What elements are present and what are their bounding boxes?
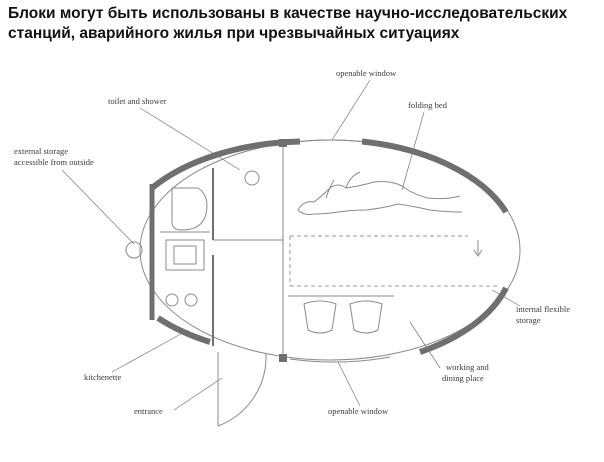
leader-toilet-and-shower	[139, 107, 241, 171]
wall-joint-top	[279, 139, 287, 147]
hob-icon-1	[165, 293, 179, 307]
shower-drain-icon	[244, 170, 260, 186]
label-external-storage-1: external storage	[14, 146, 68, 156]
sink-icon	[165, 239, 205, 271]
label-working-1: working and	[446, 362, 489, 372]
label-internal-flexible-2: storage	[516, 315, 541, 325]
caption-line-1: Блоки могут быть использованы в качестве…	[8, 5, 568, 22]
pod-wall-top-right	[361, 138, 509, 214]
image-caption: Блоки могут быть использованы в качестве…	[8, 4, 598, 44]
wall-joint-bottom	[279, 354, 287, 362]
label-openable-window-bottom: openable window	[328, 406, 389, 416]
leader-internal-flexible	[491, 289, 521, 307]
pod-wall-bottom-left	[156, 315, 211, 345]
label-external-storage-2: accessible from outside	[14, 157, 94, 167]
openable-window-top	[299, 139, 363, 142]
leader-working-dining	[409, 321, 441, 369]
person-on-bed-icon	[297, 171, 463, 215]
pod-wall-bottom-right	[419, 286, 509, 355]
label-toilet-and-shower: toilet and shower	[108, 96, 167, 106]
leader-entrance	[173, 377, 223, 411]
chair-icon-1	[303, 300, 337, 334]
pod-wall-top-left	[150, 138, 301, 191]
entrance-door-swing	[217, 353, 267, 427]
label-openable-window-top: openable window	[336, 68, 397, 78]
openable-window-bottom	[289, 356, 391, 363]
hob-icon-2	[184, 293, 198, 307]
leader-openable-window-top	[331, 79, 371, 141]
leader-folding-bed	[401, 111, 425, 191]
label-folding-bed: folding bed	[408, 100, 448, 110]
storage-hatch-icon	[125, 241, 143, 259]
label-working-2: dining place	[442, 373, 484, 383]
label-internal-flexible-1: internal flexible	[516, 304, 570, 314]
caption-line-2: станций, аварийного жилья при чрезвычайн…	[8, 25, 460, 42]
leader-external-storage	[61, 169, 135, 245]
leader-openable-window-bottom	[337, 361, 361, 407]
chair-icon-2	[349, 300, 383, 334]
label-entrance: entrance	[134, 406, 163, 416]
label-kitchenette: kitchenette	[84, 372, 122, 382]
sink-basin	[173, 245, 197, 265]
arrow-head-icon	[473, 249, 483, 257]
leader-kitchenette	[111, 329, 189, 373]
toilet-icon	[171, 187, 208, 231]
